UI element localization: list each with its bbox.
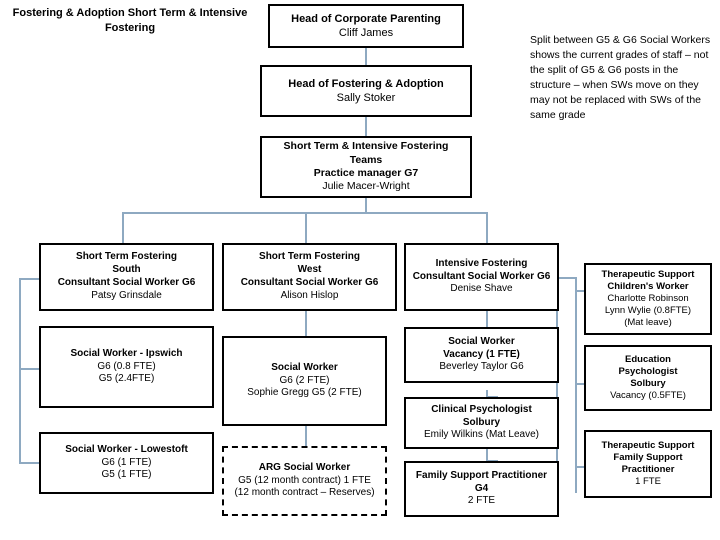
box-line: Therapeutic Support [601, 268, 695, 280]
box-line: Patsy Grinsdale [91, 289, 162, 301]
box-social-worker-ipswich[interactable]: Social Worker - Ipswich G6 (0.8 FTE) G5 … [39, 326, 214, 408]
box-short-term-fostering-south[interactable]: Short Term Fostering South Consultant So… [39, 243, 214, 311]
box-line: Denise Shave [450, 283, 513, 295]
box-intensive-fostering[interactable]: Intensive Fostering Consultant Social Wo… [404, 243, 559, 311]
box-line: Practice manager G7 [313, 167, 419, 179]
chart-heading: Fostering & Adoption Short Term & Intens… [0, 6, 260, 36]
connector-corporate-to-fostering [365, 46, 367, 66]
connector-right-spine [575, 277, 577, 493]
connector-fostering-to-teams [365, 116, 367, 136]
box-line: G5 (12 month contract) 1 FTE [238, 474, 371, 486]
box-family-support-practitioner[interactable]: Family Support Practitioner G4 2 FTE [404, 461, 559, 517]
box-line: Solbury [630, 378, 666, 389]
connector-west-to-sw [305, 310, 307, 336]
connector-to-intensive [486, 212, 488, 244]
connector-south-stub-ipswich [19, 368, 39, 370]
box-line: (Mat leave) [624, 317, 672, 329]
connector-teams-down [365, 198, 367, 213]
connector-intensive-to-vacancy [486, 310, 488, 327]
box-line: (12 month contract – Reserves) [234, 487, 375, 499]
box-line: Intensive Fostering [435, 257, 528, 269]
box-line: Consultant Social Worker G6 [57, 277, 196, 288]
box-line: Psychologist [618, 365, 678, 377]
connector-sw-to-arg [305, 425, 307, 446]
connector-right-stub-childrens-worker [575, 290, 584, 292]
connector-south-stub-lowestoft [19, 462, 39, 464]
box-line: Alison Hislop [280, 289, 339, 301]
box-short-term-fostering-west[interactable]: Short Term Fostering West Consultant Soc… [222, 243, 397, 311]
box-line: Vacancy (0.5FTE) [610, 390, 686, 402]
connector-to-stf-south [122, 212, 124, 244]
box-line: 2 FTE [467, 495, 496, 507]
box-line: Sally Stoker [336, 92, 396, 104]
box-line: 1 FTE [635, 476, 661, 488]
connector-intensive-right-out [556, 277, 576, 279]
box-line: Short Term Fostering [259, 251, 360, 263]
connector-south-stub-team [19, 278, 39, 280]
chart-heading-line-2: Short Term & Intensive Fostering [104, 7, 248, 34]
box-line: South [112, 264, 141, 276]
box-line: Family Support [613, 451, 683, 463]
box-line: G5 (1 FTE) [101, 469, 152, 481]
connector-right-stub-family-support [575, 466, 584, 468]
box-line: Clinical Psychologist [431, 403, 532, 415]
box-line: Solbury [462, 416, 501, 428]
box-line: Consultant Social Worker G6 [412, 270, 551, 282]
box-line: Emily Wilkins (Mat Leave) [423, 429, 540, 441]
box-line: Children's Worker [607, 280, 689, 292]
box-line: Cliff James [338, 27, 394, 39]
box-social-worker-west[interactable]: Social Worker G6 (2 FTE) Sophie Gregg G5… [222, 336, 387, 426]
connector-to-stf-west [305, 212, 307, 244]
box-education-psychologist[interactable]: Education Psychologist Solbury Vacancy (… [584, 345, 712, 411]
box-line: Beverley Taylor G6 [439, 361, 524, 373]
box-line: Short Term & Intensive Fostering [283, 140, 449, 153]
box-social-worker-lowestoft[interactable]: Social Worker - Lowestoft G6 (1 FTE) G5 … [39, 432, 214, 494]
box-line: Charlotte Robinson [607, 292, 689, 304]
connector-to-clinical-psych [486, 396, 498, 398]
box-line: Practitioner [621, 464, 675, 475]
grade-split-note: Split between G5 & G6 Social Workers sho… [530, 34, 711, 121]
box-line: West [297, 264, 322, 276]
box-line: G4 [474, 482, 489, 494]
box-head-of-fostering-and-adoption[interactable]: Head of Fostering & Adoption Sally Stoke… [260, 65, 472, 117]
box-clinical-psychologist[interactable]: Clinical Psychologist Solbury Emily Wilk… [404, 397, 559, 449]
box-line: Teams [349, 153, 383, 166]
box-line: Social Worker - Lowestoft [65, 443, 188, 455]
box-line: Julie Macer-Wright [322, 180, 410, 193]
box-line: Sophie Gregg G5 (2 FTE) [247, 387, 362, 399]
box-line: Head of Corporate Parenting [291, 12, 441, 25]
box-line: Lynn Wylie (0.8FTE) [604, 305, 692, 317]
box-line: Social Worker [448, 335, 515, 347]
box-line: Consultant Social Worker G6 [240, 277, 379, 288]
connector-to-family-support [486, 460, 498, 462]
box-line: Head of Fostering & Adoption [288, 77, 444, 90]
connector-teams-spread [122, 212, 487, 214]
box-line: Education [625, 353, 671, 365]
box-therapeutic-support-childrens-worker[interactable]: Therapeutic Support Children's Worker Ch… [584, 263, 712, 335]
chart-heading-line-1: Fostering & Adoption [12, 7, 125, 19]
box-line: Vacancy (1 FTE) [443, 348, 520, 360]
connector-right-stub-education-psych [575, 383, 584, 385]
box-line: Short Term Fostering [76, 251, 177, 263]
box-line: G5 (2.4FTE) [98, 373, 155, 385]
box-head-of-corporate-parenting[interactable]: Head of Corporate Parenting Cliff James [268, 4, 464, 48]
connector-right-spine-lower [556, 277, 558, 493]
box-line: Therapeutic Support [601, 439, 695, 451]
box-line: Social Worker [271, 361, 338, 373]
box-line: ARG Social Worker [258, 461, 351, 473]
box-line: G6 (0.8 FTE) [97, 360, 156, 372]
box-short-term-intensive-fostering-teams[interactable]: Short Term & Intensive Fostering Teams P… [260, 136, 472, 198]
box-line: Social Worker - Ipswich [70, 347, 183, 359]
box-line: G6 (1 FTE) [101, 456, 152, 468]
connector-south-spine [19, 278, 21, 463]
box-line: Family Support Practitioner [415, 469, 548, 481]
box-line: G6 (2 FTE) [279, 374, 330, 386]
box-therapeutic-support-family-support-practitioner[interactable]: Therapeutic Support Family Support Pract… [584, 430, 712, 498]
box-social-worker-vacancy[interactable]: Social Worker Vacancy (1 FTE) Beverley T… [404, 327, 559, 383]
box-arg-social-worker[interactable]: ARG Social Worker G5 (12 month contract)… [222, 446, 387, 516]
